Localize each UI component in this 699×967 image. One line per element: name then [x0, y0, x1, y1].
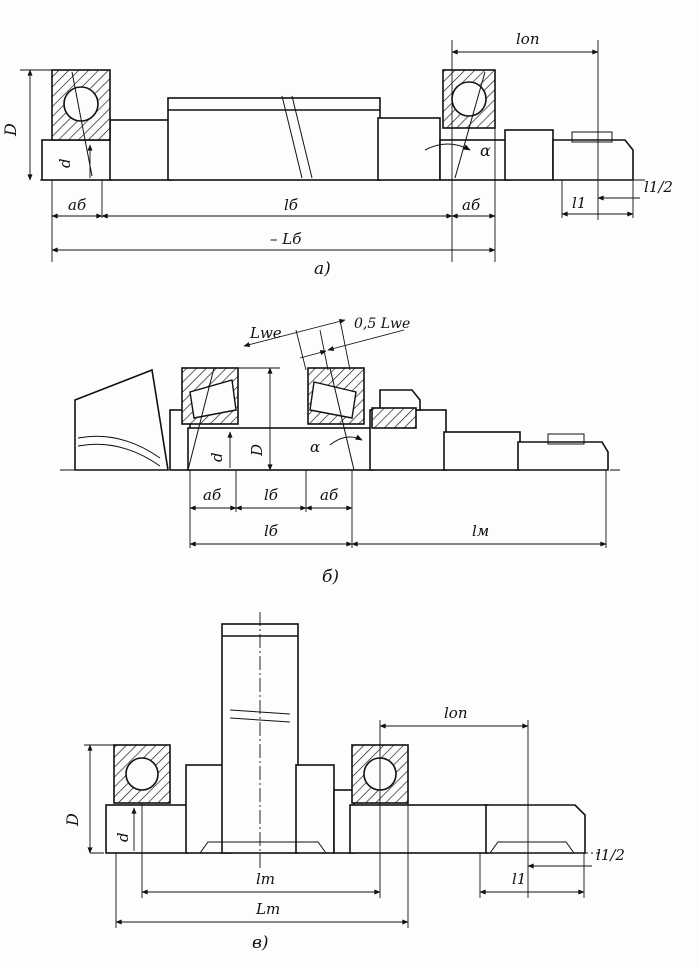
label-l-total-b: lб	[264, 522, 279, 540]
figure-b: Lwe 0,5 Lwe D d α aб lб aб lб lм б)	[60, 316, 620, 587]
label-l-mid-b: lб	[264, 486, 279, 504]
label-d-c: d	[114, 832, 132, 842]
label-l1-half-c: l1/2	[596, 846, 625, 864]
shaft-a	[41, 95, 634, 181]
label-l1-half-a: l1/2	[644, 178, 673, 196]
dimension-lines-b	[189, 318, 607, 547]
shaft-c	[105, 623, 586, 854]
label-l-inner-a: lб	[284, 196, 299, 214]
label-l-t-outer-c: Lт	[255, 900, 280, 918]
angle-arc	[329, 434, 363, 446]
angle-arc	[424, 143, 471, 151]
label-l-op-c: lоп	[444, 704, 468, 722]
bearing-left-a	[51, 69, 111, 177]
label-a-right-b: aб	[320, 486, 339, 504]
bearing-left-b	[181, 367, 239, 471]
label-D-a: D	[1, 123, 20, 137]
bearing-right-b	[307, 367, 365, 471]
label-a-right-a: aб	[462, 196, 481, 214]
dimension-lines-a	[27, 49, 640, 253]
caption-b: б)	[322, 567, 339, 587]
caption-c: в)	[252, 933, 269, 953]
label-l1-a: l1	[572, 194, 586, 212]
dimension-lines-c	[87, 723, 592, 925]
label-l-outer-a: – Lб	[270, 230, 302, 248]
label-a-left-b: aб	[203, 486, 222, 504]
label-D-c: D	[63, 813, 82, 827]
caption-a: а)	[314, 259, 331, 279]
label-l-op-a: lоп	[516, 30, 540, 48]
figure-a: D d α aб lб aб – Lб lоп l1 l1/2 а)	[1, 30, 673, 279]
label-a-left-a: aб	[68, 196, 87, 214]
shaft-b	[74, 368, 609, 471]
label-l-t-inner-c: lт	[256, 870, 275, 888]
label-l-m-b: lм	[472, 522, 489, 540]
label-alpha-b: α	[310, 438, 320, 456]
label-alpha-a: α	[480, 141, 491, 160]
label-D-b: D	[248, 444, 266, 457]
bearing-left-c	[113, 744, 171, 804]
figure-c: D d lоп l1 l1/2 lт Lт в)	[63, 612, 625, 953]
label-Lwe: Lwe	[249, 324, 282, 342]
label-d-b: d	[208, 452, 226, 462]
label-l1-c: l1	[512, 870, 526, 888]
label-d-a: d	[56, 158, 74, 168]
seal-b	[371, 407, 417, 429]
label-half-Lwe: 0,5 Lwe	[354, 316, 410, 332]
